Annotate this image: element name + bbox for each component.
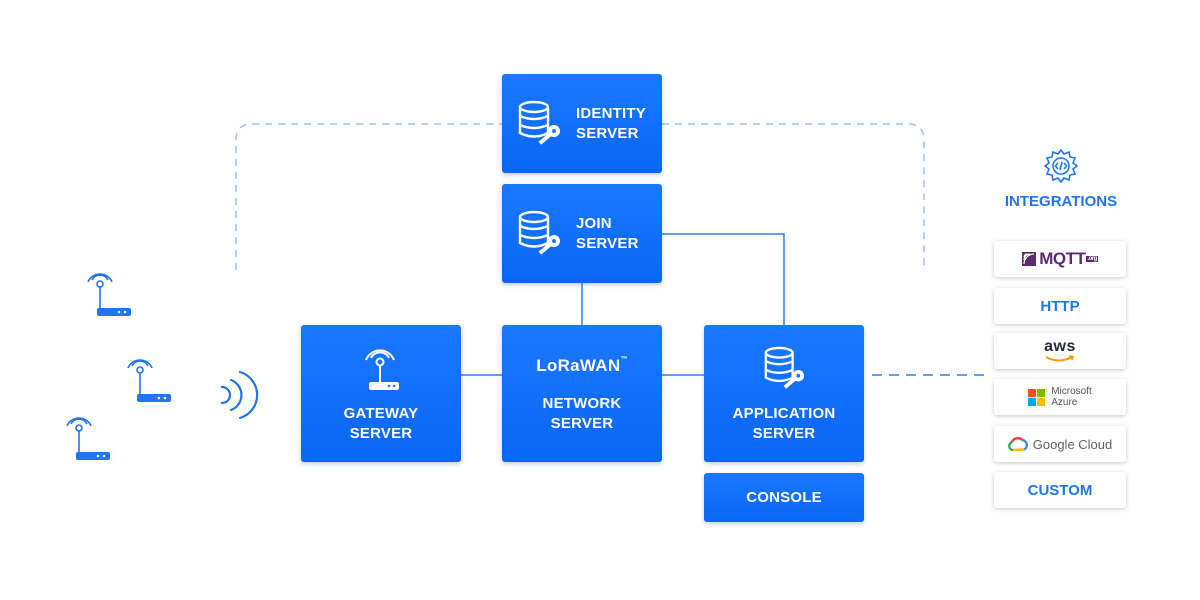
router-icon: [66, 417, 110, 460]
microsoft-squares-icon: [1028, 388, 1046, 406]
router-icon: [365, 348, 399, 390]
console-box[interactable]: CONSOLE: [704, 473, 864, 522]
connector-join-application: [662, 233, 785, 325]
integration-custom[interactable]: CUSTOM: [994, 472, 1126, 508]
aws-smile-icon: [1045, 354, 1075, 361]
database-key-icon: [518, 210, 560, 255]
console-label: CONSOLE: [746, 488, 822, 506]
google-cloud-icon: [1007, 436, 1028, 452]
lorawan-logo: LoRaWAN™: [536, 355, 628, 375]
router-icon: [127, 359, 171, 402]
mqtt-logo: MQTT.org: [1022, 249, 1098, 269]
database-key-icon: [764, 346, 805, 389]
aws-logo: aws: [1044, 338, 1076, 363]
database-key-icon: [518, 100, 560, 145]
integration-mqtt[interactable]: MQTT.org: [994, 241, 1126, 277]
mqtt-mark-icon: [1022, 252, 1037, 266]
integration-google-cloud[interactable]: Google Cloud: [994, 426, 1126, 462]
integration-aws[interactable]: aws: [994, 333, 1126, 369]
integrations-title: INTEGRATIONS: [1004, 193, 1118, 210]
http-label: HTTP: [1040, 297, 1080, 315]
dashed-connection-loop: [235, 123, 925, 270]
gear-code-icon: [1043, 148, 1079, 184]
custom-label: CUSTOM: [1027, 481, 1093, 499]
google-cloud-logo: Google Cloud: [1007, 436, 1112, 452]
signal-waves-icon: [220, 370, 259, 420]
integration-http[interactable]: HTTP: [994, 288, 1126, 324]
router-icon: [87, 273, 131, 316]
